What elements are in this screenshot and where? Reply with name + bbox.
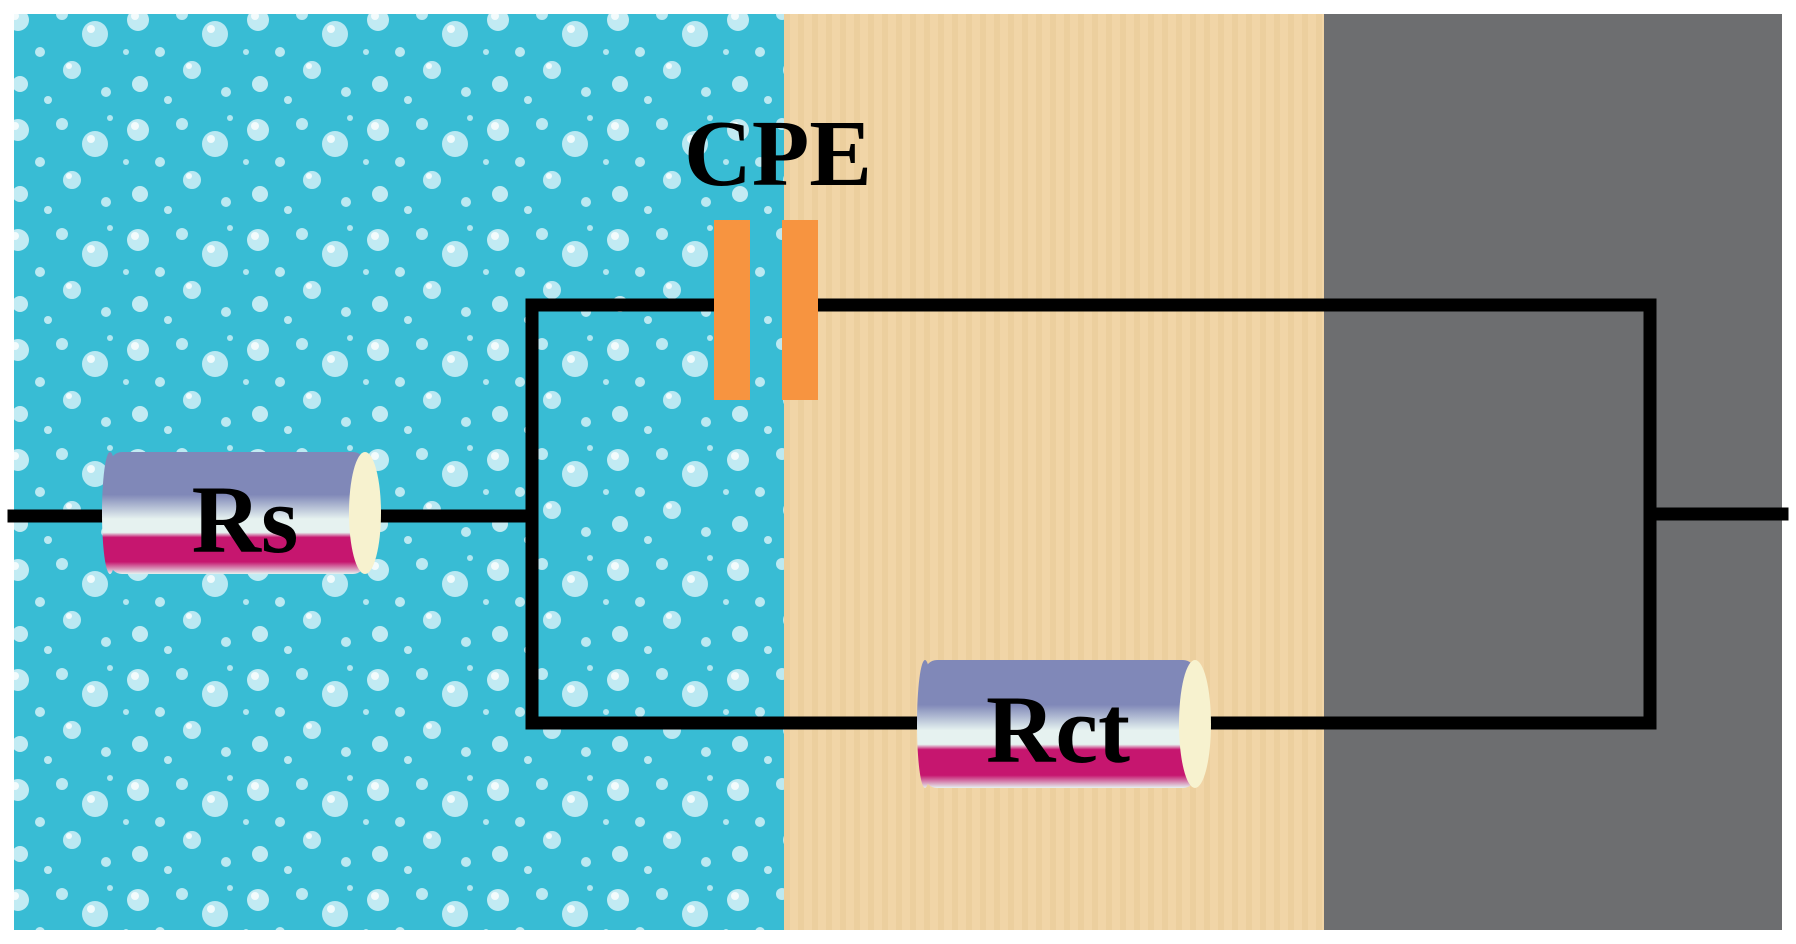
rs-resistor-body [110, 452, 365, 574]
cpe-plate-left [714, 220, 750, 400]
rs-resistor-start-cap [102, 452, 118, 574]
cpe-label: CPE [684, 102, 872, 206]
rs-label: Rs [192, 466, 299, 573]
cpe-element [714, 220, 818, 400]
rs-resistor-end-cap [349, 452, 381, 574]
circuit-wires [7, 298, 1789, 730]
rct-resistor-body [925, 660, 1195, 788]
cpe-plate-right [782, 220, 818, 400]
rct-label: Rct [986, 676, 1130, 783]
rs-resistor [102, 452, 381, 574]
rct-resistor-end-cap [1179, 660, 1211, 788]
metal-substrate-region [1324, 14, 1782, 930]
rct-resistor [917, 660, 1211, 788]
rct-resistor-start-cap [917, 660, 933, 788]
